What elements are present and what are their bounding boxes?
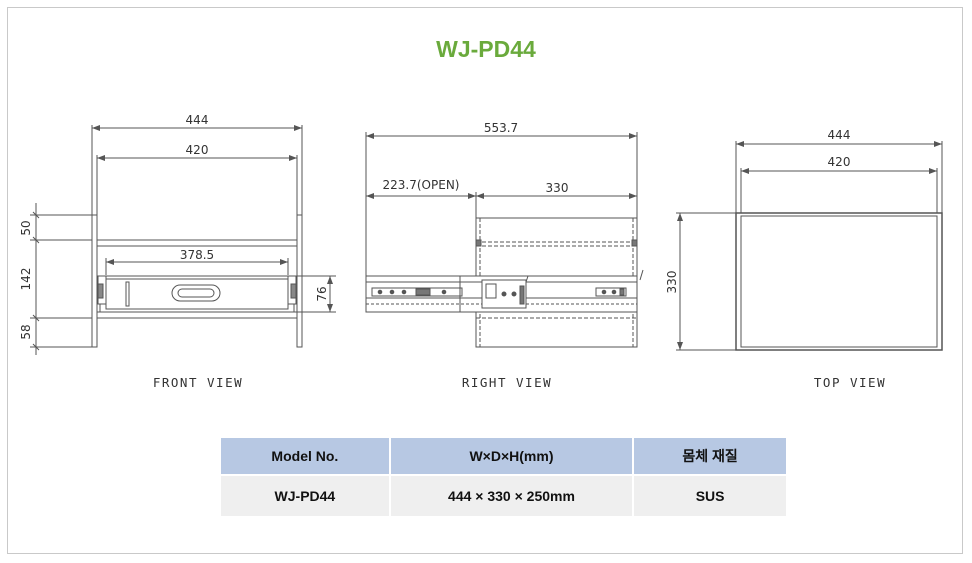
front-dim-420: 420 [186, 143, 209, 157]
header-material: 몸체 재질 [633, 438, 786, 475]
front-dim-378-5: 378.5 [180, 248, 214, 262]
cell-material: SUS [633, 474, 786, 516]
drawing-frame [7, 7, 963, 554]
top-view-labels: 444 420 330 TOP VIEW [665, 128, 886, 390]
right-view [365, 132, 644, 348]
header-dimensions: W×D×H(mm) [389, 438, 635, 475]
front-dim-58: 58 [19, 324, 33, 339]
front-drawer-panel [99, 275, 295, 313]
top-dim-330: 330 [665, 271, 679, 294]
top-view-label: TOP VIEW [814, 375, 886, 390]
front-dim-444: 444 [186, 113, 209, 127]
spec-header-row: Model No. W×D×H(mm) 몸체 재질 [221, 438, 786, 475]
top-dim-444: 444 [828, 128, 851, 142]
page-title: WJ-PD44 [436, 36, 536, 62]
front-dim-142: 142 [19, 268, 33, 291]
table-row: WJ-PD44 444 × 330 × 250mm SUS [221, 474, 786, 516]
front-view-label: FRONT VIEW [153, 375, 243, 390]
header-model-no: Model No. [221, 438, 391, 475]
top-dim-420: 420 [828, 155, 851, 169]
front-view-labels: 444 420 378.5 50 142 58 76 FRONT VIEW [19, 113, 329, 390]
spec-table: Model No. W×D×H(mm) 몸체 재질 WJ-PD44 444 × … [221, 438, 786, 516]
front-dim-76: 76 [315, 286, 329, 301]
right-dim-330: 330 [546, 181, 569, 195]
right-dim-553-7: 553.7 [484, 121, 518, 135]
right-dim-223-7-open: 223.7(OPEN) [383, 178, 460, 192]
drawer-handle [171, 284, 221, 302]
right-view-label: RIGHT VIEW [462, 375, 552, 390]
cell-dimensions: 444 × 330 × 250mm [389, 474, 635, 516]
right-view-labels: 553.7 223.7(OPEN) 330 RIGHT VIEW [383, 121, 569, 390]
front-view [30, 125, 336, 355]
top-view [676, 141, 943, 351]
cell-model-no: WJ-PD44 [221, 474, 391, 516]
front-dim-50: 50 [19, 220, 33, 235]
